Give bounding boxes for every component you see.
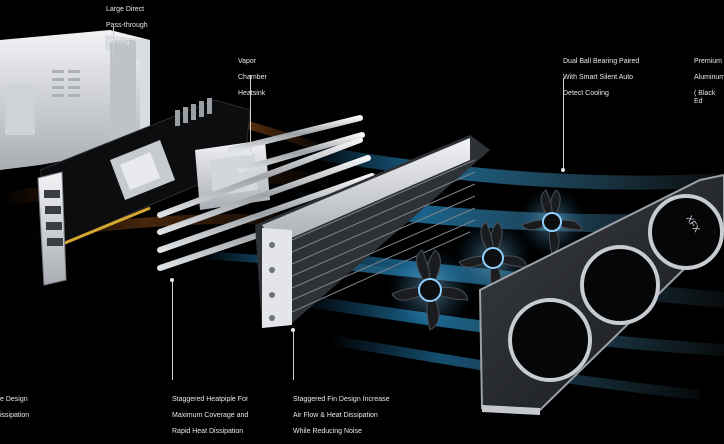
fan-right xyxy=(518,188,586,256)
callout-vapor-line-1: Vapor xyxy=(238,58,257,65)
callout-left-design-line-1: e Design xyxy=(0,396,28,403)
leader-dot-vapor xyxy=(248,152,252,156)
leader-fans xyxy=(563,78,564,170)
callout-venting-line-2: Pass-through xyxy=(106,22,148,29)
callout-shroud-line-2: Aluminum xyxy=(694,74,724,81)
leader-dot-heatpipe xyxy=(170,278,174,282)
callout-fin-line-2: Air Flow & Heat Dissipation xyxy=(293,412,378,419)
callout-fin-line-1: Staggered Fin Design Increase xyxy=(293,396,390,403)
callout-fans: Dual Ball Bearing Paired With Smart Sile… xyxy=(563,50,639,106)
io-bracket xyxy=(37,171,67,286)
leader-venting xyxy=(113,27,114,57)
callout-venting-line-1: Large Direct xyxy=(106,6,145,13)
leader-dot-fans xyxy=(561,168,565,172)
callout-heatpipe-line-3: Rapid Heat Dissipation xyxy=(172,428,244,435)
callout-vapor-line-3: Heatsink xyxy=(238,90,266,97)
fin-stack-heatsink xyxy=(255,135,490,328)
callout-fans-line-2: With Smart Silent Auto xyxy=(563,74,634,81)
callout-heatpipe-line-1: Staggered Heatpiple For xyxy=(172,396,249,403)
callout-fin-line-3: While Reducing Noise xyxy=(293,428,362,435)
callout-fans-line-3: Detect Cooling xyxy=(563,90,609,97)
leader-vapor xyxy=(250,75,251,155)
callout-shroud-line-3: ( Black Ed xyxy=(694,90,716,105)
callout-heatpipe-line-2: Maximum Coverage and xyxy=(172,412,249,419)
callout-vapor-line-2: Chamber xyxy=(238,74,267,81)
callout-venting-line-3: Venting xyxy=(106,38,130,45)
callout-left-design-line-2: issipation xyxy=(0,412,30,419)
callout-vapor: Vapor Chamber Heatsink xyxy=(238,50,267,106)
fan-left xyxy=(388,248,472,332)
callout-fin: Staggered Fin Design Increase Air Flow &… xyxy=(293,388,390,444)
backplate xyxy=(0,30,150,170)
shroud xyxy=(478,173,724,415)
leader-dot-fin xyxy=(291,328,295,332)
callout-heatpipe: Staggered Heatpiple For Maximum Coverage… xyxy=(172,388,248,444)
callout-left-design: e Design issipation xyxy=(0,388,29,428)
pcb-board xyxy=(39,98,251,247)
callout-shroud: Premium Aluminum ( Black Ed xyxy=(694,50,724,114)
leader-heatpipe xyxy=(172,280,173,380)
callout-shroud-line-1: Premium xyxy=(694,58,723,65)
callout-venting: Large Direct Pass-through Venting xyxy=(106,0,148,54)
leader-fin xyxy=(293,330,294,380)
callout-fans-line-1: Dual Ball Bearing Paired xyxy=(563,58,640,65)
